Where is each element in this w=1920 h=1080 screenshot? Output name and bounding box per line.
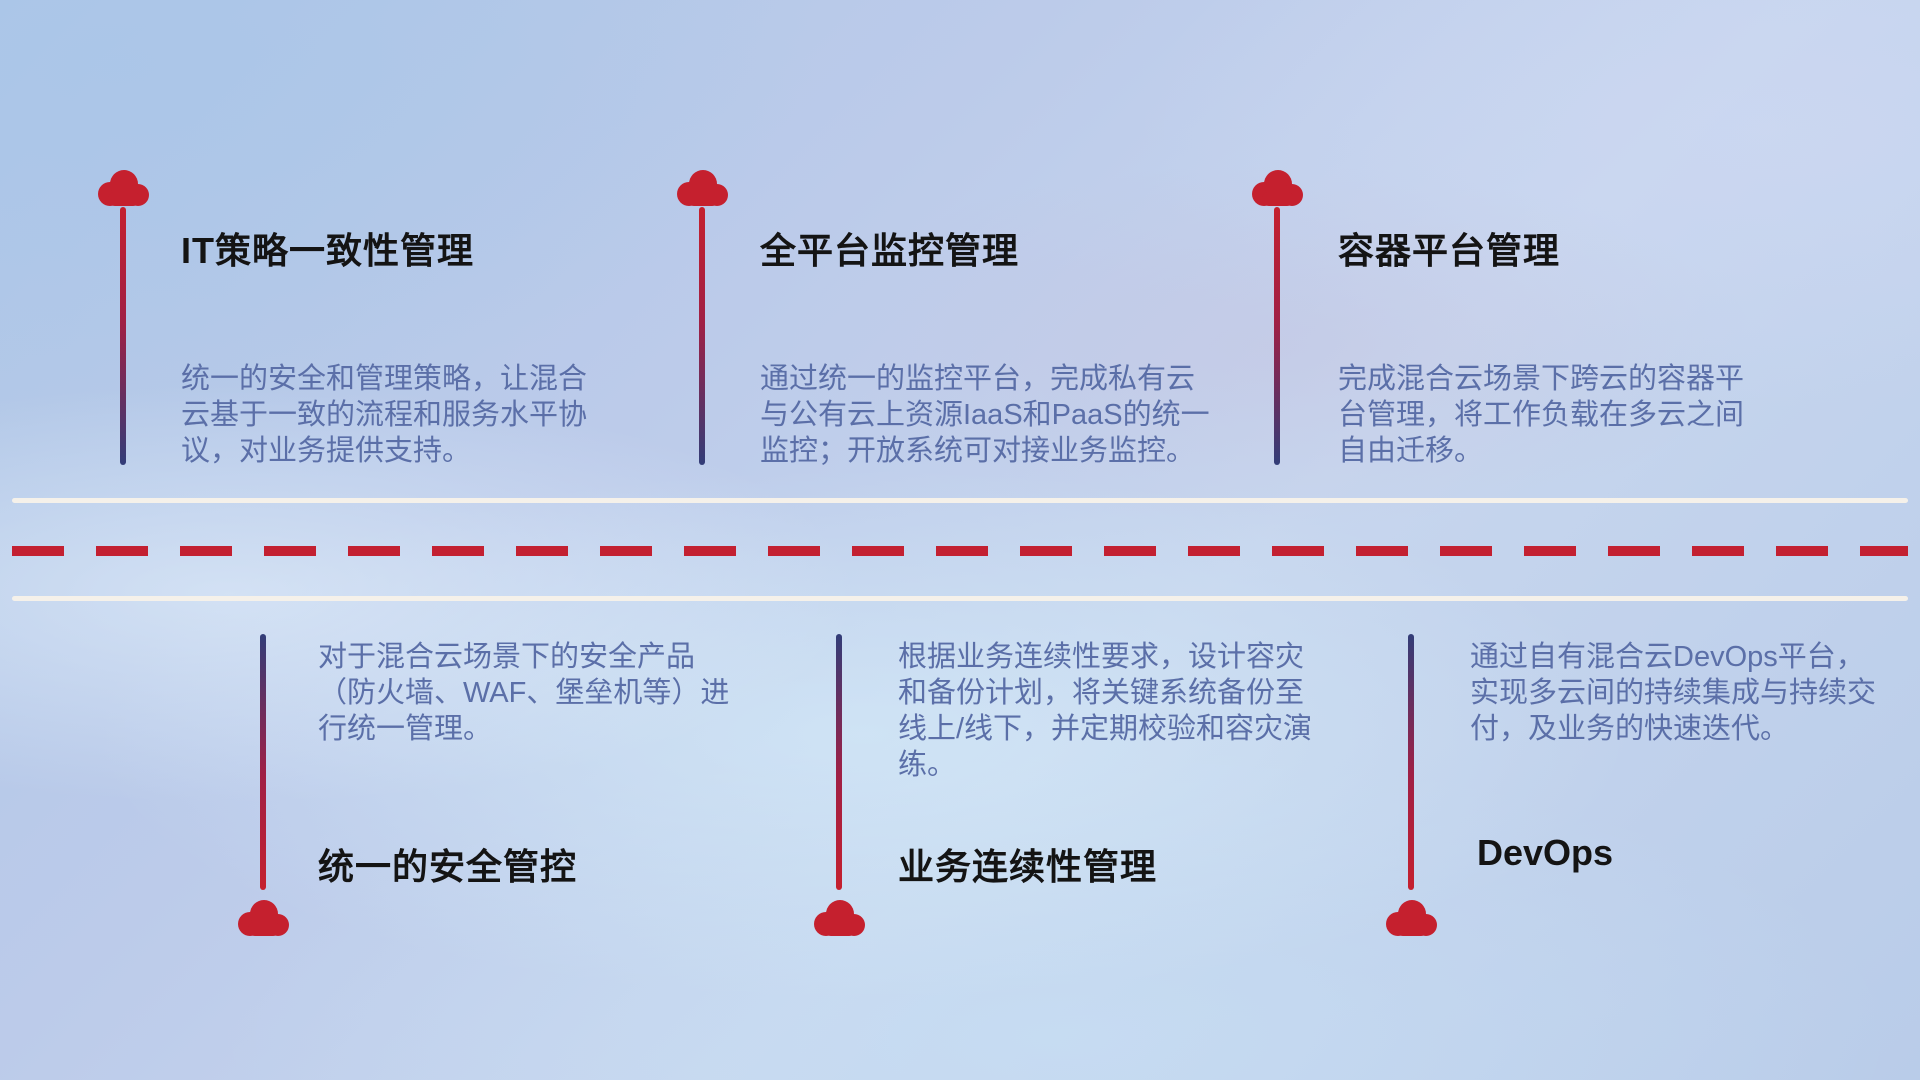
capability-description: 通过统一的监控平台，完成私有云与公有云上资源IaaS和PaaS的统一监控；开放系… xyxy=(760,363,1210,467)
connector-line xyxy=(699,207,705,465)
cloud-icon xyxy=(673,168,731,208)
capability-description: 通过自有混合云DevOps平台，实现多云间的持续集成与持续交付，及业务的快速迭代… xyxy=(1470,641,1877,745)
capability-description: 根据业务连续性要求，设计容灾和备份计划，将关键系统备份至线上/线下，并定期校验和… xyxy=(898,641,1313,781)
cloud-icon xyxy=(810,898,868,938)
connector-line xyxy=(1274,207,1280,465)
connector-line xyxy=(120,207,126,465)
cloud-icon xyxy=(94,168,152,208)
connector-line xyxy=(260,634,266,890)
capability-title: 容器平台管理 xyxy=(1338,230,1561,271)
capability-title: 业务连续性管理 xyxy=(898,846,1158,887)
capability-description: 完成混合云场景下跨云的容器平台管理，将工作负载在多云之间自由迁移。 xyxy=(1338,363,1745,467)
road-top-line xyxy=(12,498,1908,503)
cloud-icon xyxy=(1382,898,1440,938)
capability-description: 统一的安全和管理策略，让混合云基于一致的流程和服务水平协议，对业务提供支持。 xyxy=(181,363,588,467)
connector-line xyxy=(836,634,842,890)
road-bottom-line xyxy=(12,596,1908,601)
capability-title: DevOps xyxy=(1477,832,1614,873)
cloud-icon xyxy=(234,898,292,938)
capability-title: 统一的安全管控 xyxy=(318,846,578,887)
capability-title: 全平台监控管理 xyxy=(760,230,1020,271)
cloud-icon xyxy=(1248,168,1306,208)
road-dashed-centerline xyxy=(12,546,1908,556)
capability-description: 对于混合云场景下的安全产品（防火墙、WAF、堡垒机等）进行统一管理。 xyxy=(318,641,730,745)
connector-line xyxy=(1408,634,1414,890)
capability-title: IT策略一致性管理 xyxy=(181,230,474,271)
